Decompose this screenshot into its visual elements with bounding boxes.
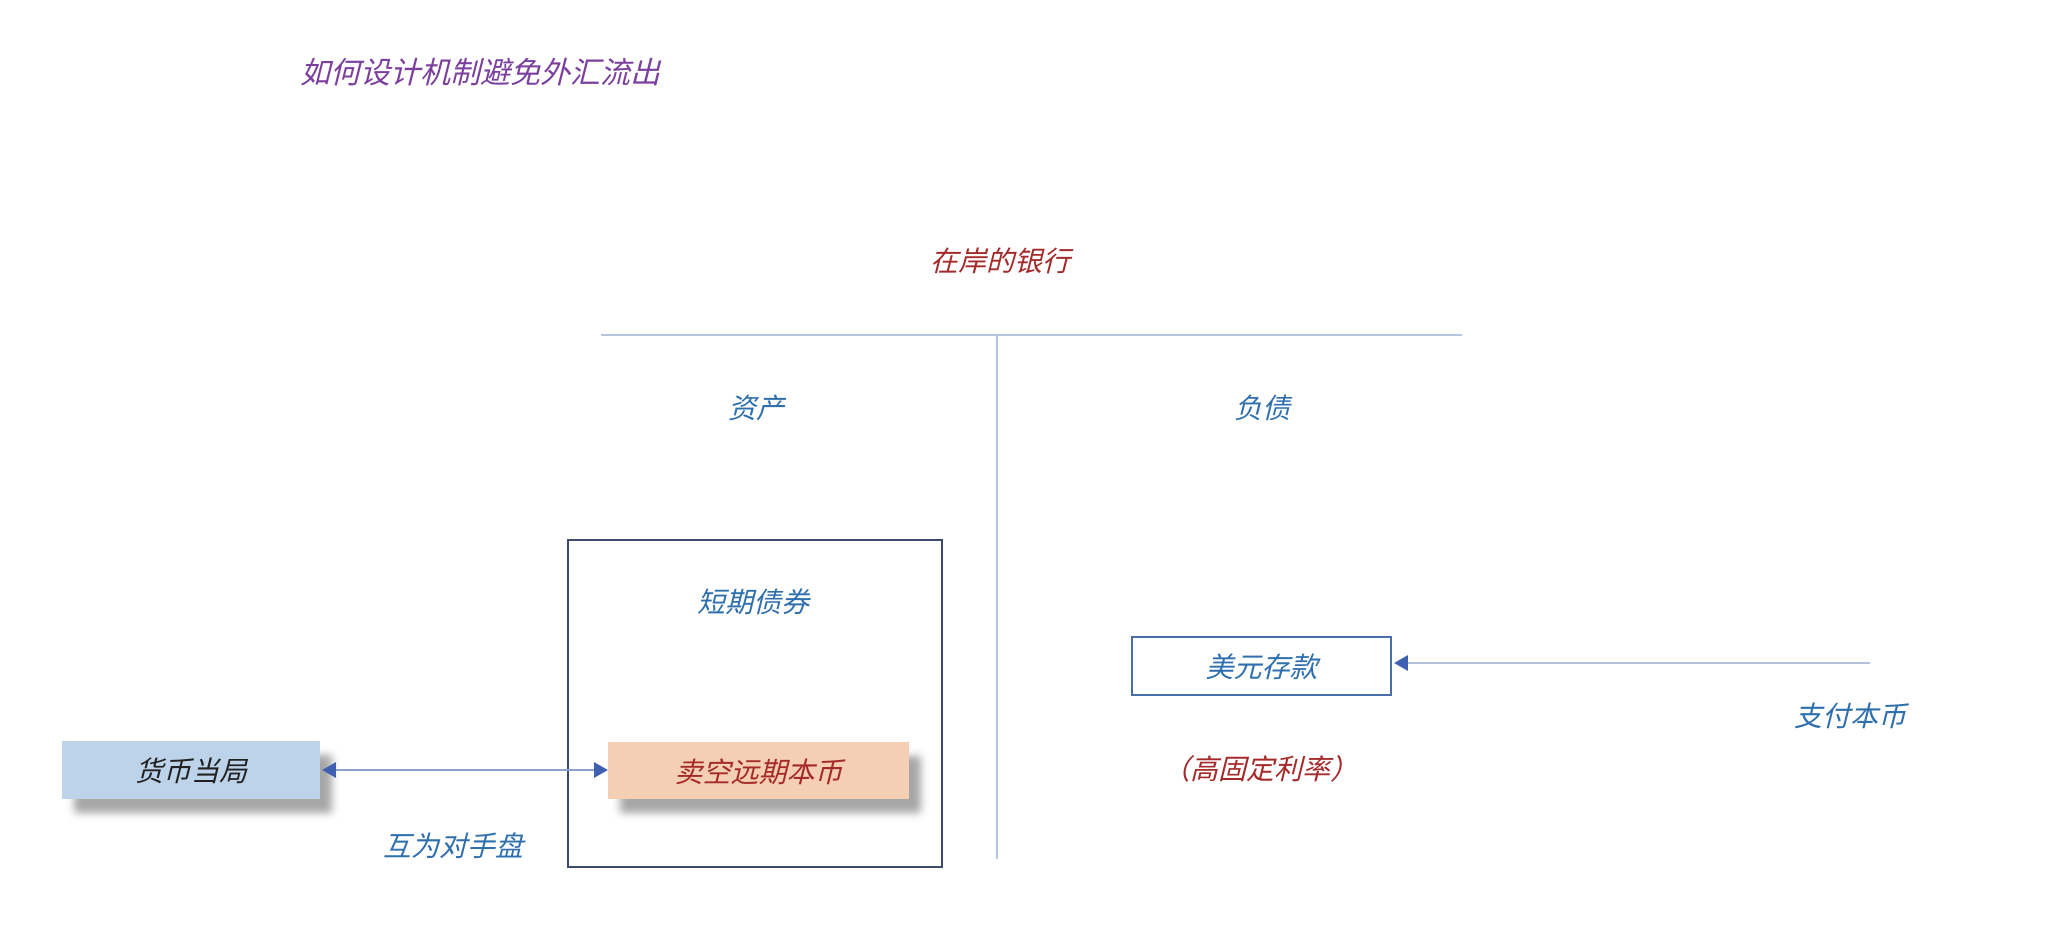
bank-label: 在岸的银行 bbox=[929, 245, 1071, 278]
short-term-bonds-box bbox=[567, 539, 943, 868]
short-term-bonds-label: 短期债券 bbox=[696, 586, 810, 619]
high-fixed-rate-label: （高固定利率） bbox=[1161, 753, 1359, 786]
monetary-authority-box: 货币当局 bbox=[62, 741, 320, 799]
t-account-horizontal-line bbox=[601, 334, 1462, 336]
usd-deposit-box: 美元存款 bbox=[1131, 636, 1392, 696]
t-account-vertical-line bbox=[996, 334, 998, 859]
liabilities-label: 负债 bbox=[1233, 392, 1291, 425]
short-forward-box: 卖空远期本币 bbox=[608, 742, 909, 799]
counterparty-label: 互为对手盘 bbox=[382, 830, 524, 863]
pay-to-deposit-arrow bbox=[1394, 655, 1870, 671]
counterparty-double-arrow bbox=[322, 762, 608, 778]
pay-local-currency-label: 支付本币 bbox=[1793, 700, 1907, 733]
slide-title: 如何设计机制避免外汇流出 bbox=[300, 56, 660, 91]
assets-label: 资产 bbox=[727, 392, 785, 425]
